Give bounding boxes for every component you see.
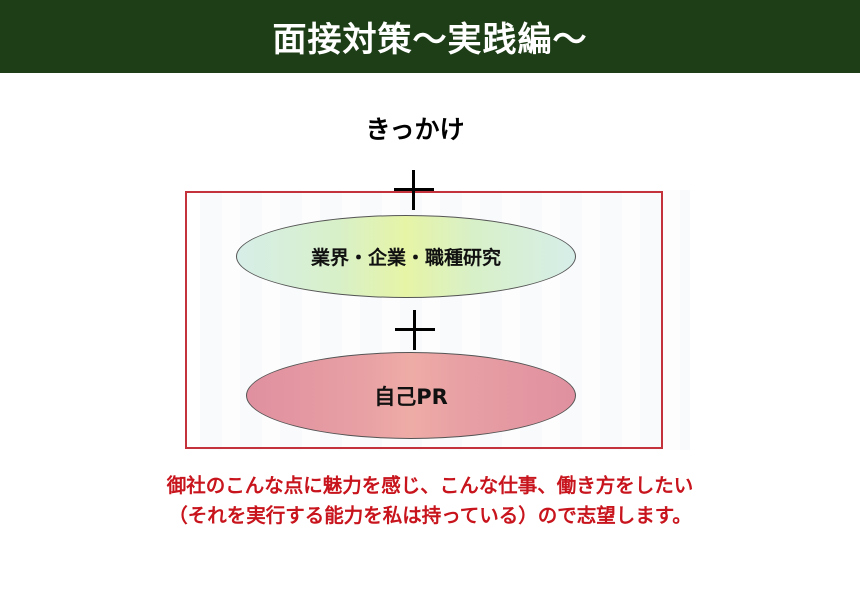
self-pr-label: 自己PR	[374, 384, 448, 409]
red-frame	[185, 191, 663, 449]
plus-icon	[395, 310, 435, 350]
motivation-statement: 御社のこんな点に魅力を感じ、こんな仕事、働き方をしたい （それを実行する能力を私…	[40, 471, 820, 531]
title-bar: 面接対策〜実践編〜	[0, 0, 860, 73]
self-pr-ellipse: 自己PR	[246, 352, 576, 439]
research-label: 業界・企業・職種研究	[310, 247, 501, 269]
statement-line-1: 御社のこんな点に魅力を感じ、こんな仕事、働き方をしたい	[166, 474, 694, 497]
page-title: 面接対策〜実践編〜	[272, 20, 588, 60]
research-ellipse: 業界・企業・職種研究	[236, 215, 576, 298]
plus-icon	[394, 170, 434, 210]
trigger-label: きっかけ	[365, 115, 465, 144]
statement-line-2: （それを実行する能力を私は持っている）ので志望します。	[168, 504, 692, 527]
